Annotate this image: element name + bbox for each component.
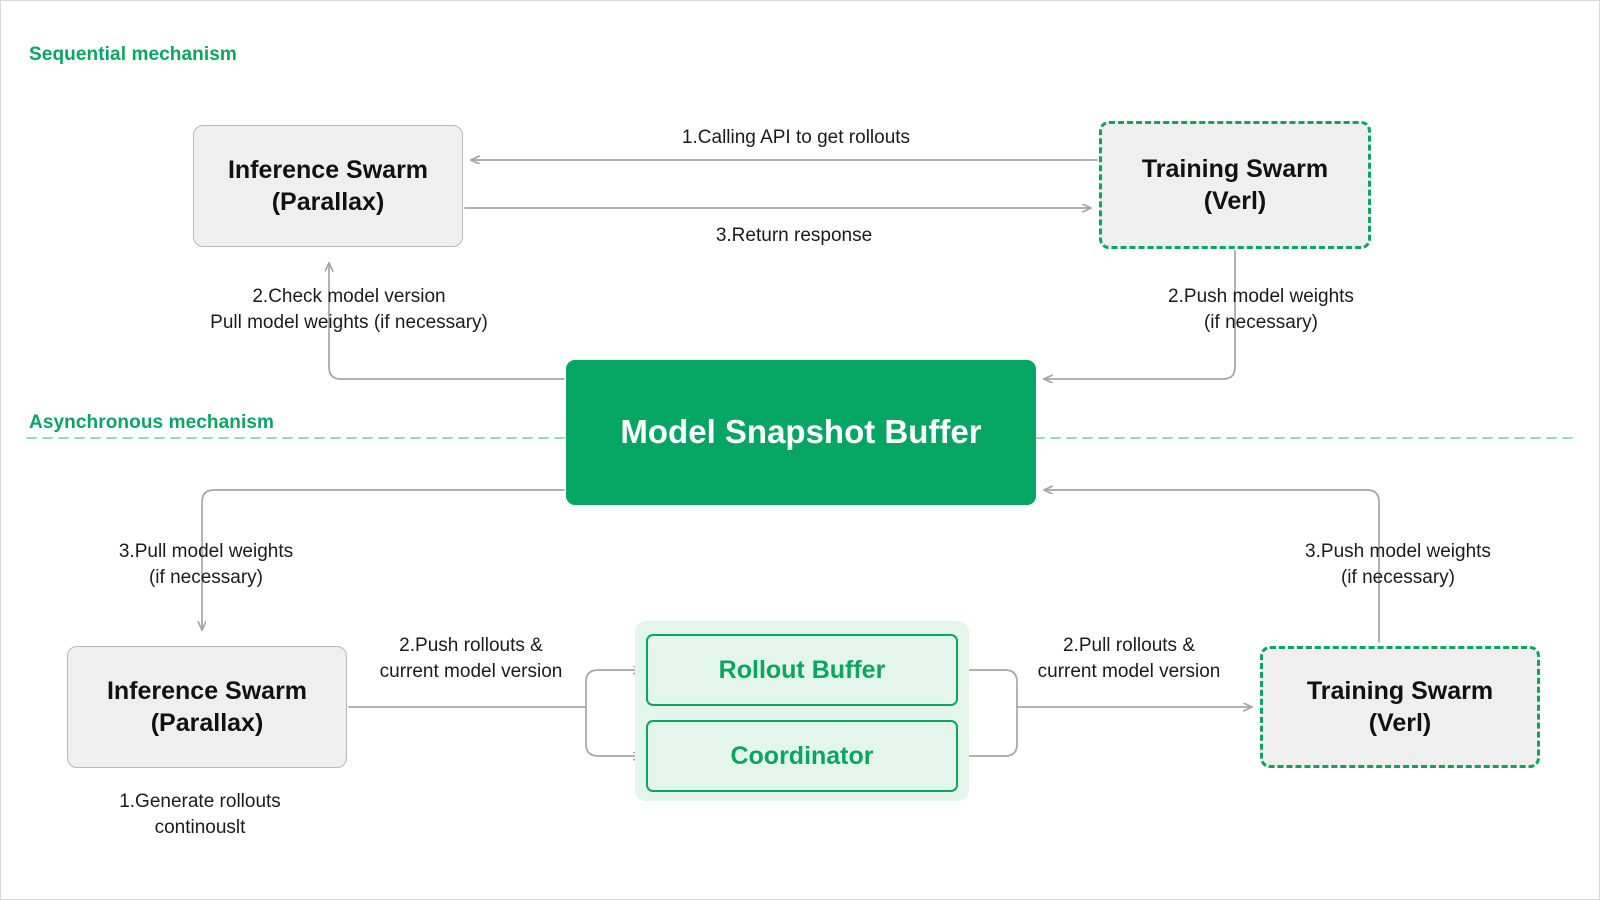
node-label: Training Swarm (Verl)	[1141, 155, 1329, 215]
section-label-sequential: Sequential mechanism	[29, 44, 237, 65]
edge-label-calling-api: 1.Calling API to get rollouts	[681, 127, 911, 148]
node-inference-swarm-async[interactable]: Inference Swarm (Parallax)	[67, 646, 347, 768]
node-inference-swarm-sequential[interactable]: Inference Swarm (Parallax)	[193, 125, 463, 247]
edge-label-pull-rollouts: 2.Pull rollouts & current model version	[1037, 635, 1221, 682]
node-label: Inference Swarm (Parallax)	[106, 677, 308, 737]
edge-label-pull-model-weights: 3.Pull model weights (if necessary)	[118, 541, 294, 588]
node-label: Inference Swarm (Parallax)	[227, 156, 429, 216]
edge-label-return-response: 3.Return response	[715, 225, 873, 246]
node-label: Coordinator	[730, 742, 874, 770]
node-model-snapshot-buffer[interactable]: Model Snapshot Buffer	[566, 360, 1036, 505]
edge-label-push-rollouts: 2.Push rollouts & current model version	[379, 635, 563, 682]
node-label: Training Swarm (Verl)	[1306, 677, 1494, 737]
node-rollout-buffer[interactable]: Rollout Buffer	[646, 634, 958, 706]
edge-label-push-model-weights-sequential: 2.Push model weights (if necessary)	[1168, 286, 1354, 333]
section-label-asynchronous: Asynchronous mechanism	[29, 412, 275, 433]
node-coordinator[interactable]: Coordinator	[646, 720, 958, 792]
node-training-swarm-sequential[interactable]: Training Swarm (Verl)	[1099, 121, 1371, 249]
edge-label-generate-rollouts: 1.Generate rollouts continouslt	[119, 791, 281, 838]
node-label: Rollout Buffer	[718, 656, 886, 684]
node-label: Model Snapshot Buffer	[620, 413, 982, 451]
node-training-swarm-async[interactable]: Training Swarm (Verl)	[1260, 646, 1540, 768]
edge-label-push-model-weights-async: 3.Push model weights (if necessary)	[1305, 541, 1491, 588]
edge-label-check-model-version: 2.Check model version Pull model weights…	[210, 286, 488, 333]
